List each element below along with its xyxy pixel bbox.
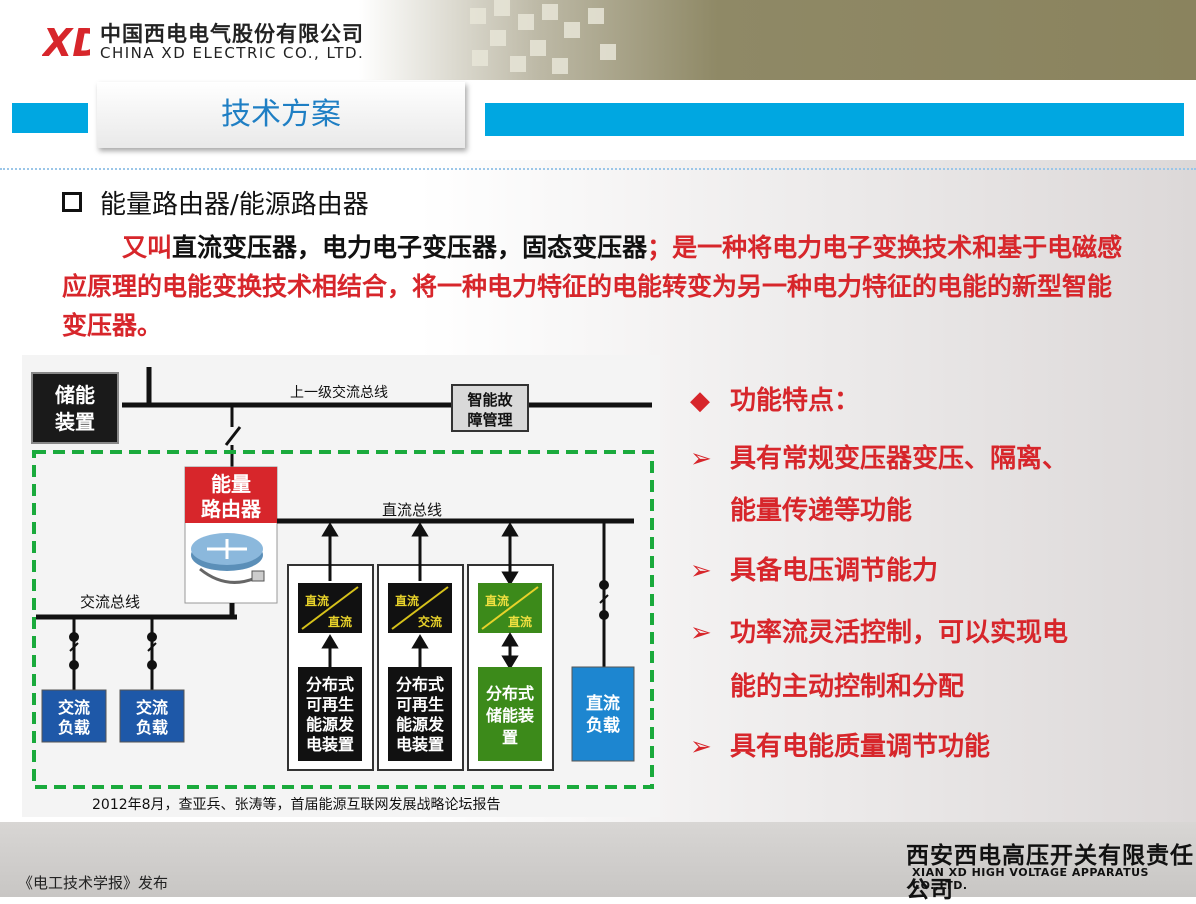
gen2-l1: 分布式 [396, 675, 444, 694]
sep-2: ， [497, 233, 523, 262]
title-accent-right [485, 103, 1184, 136]
header-decoration [470, 0, 616, 74]
para-prefix: 又叫 [122, 233, 173, 262]
feature-item: ➢具备电压调节能力 [690, 556, 939, 586]
sep-1: ， [297, 233, 323, 262]
conv3-bottom: 直流 [508, 614, 532, 629]
source-note: 《电工技术学报》发布 [18, 874, 169, 892]
gen1-l4: 电装置 [306, 735, 354, 754]
logo-text: XD [42, 21, 90, 62]
gen1-l3: 能源发 [306, 715, 355, 734]
distributed-storage [478, 667, 542, 761]
term-pe-transformer: 电力电子变压器 [322, 233, 498, 262]
title-accent-left [12, 103, 88, 133]
dc-load-l1: 直流 [586, 693, 620, 714]
term-solid-state-transformer: 固态变压器 [522, 233, 648, 262]
fault-management-box [451, 384, 529, 432]
ac-load-1-label-2: 负载 [58, 718, 90, 737]
ac-load-branch-1 [69, 617, 79, 690]
ac-load-box-1 [41, 689, 107, 743]
dc-load-box [571, 666, 635, 762]
arrow-bullet-icon: ➢ [690, 444, 712, 474]
storage-label-2: 装置 [54, 410, 95, 434]
storage2-l1: 分布式 [486, 684, 534, 703]
description-paragraph: 又叫直流变压器，电力电子变压器，固态变压器；是一种将电力电子变换技术和基于电磁感… [62, 228, 1132, 345]
semicolon: ； [647, 233, 673, 262]
arrow-bullet-icon: ➢ [690, 732, 712, 762]
gen1-l1: 分布式 [306, 675, 354, 694]
ac-load-branch-2 [147, 617, 157, 690]
renewable-generator-2 [388, 667, 452, 761]
ac-load-2-label-1: 交流 [136, 698, 168, 717]
ac-load-box-2 [119, 689, 185, 743]
dc-load-l2: 负载 [586, 715, 620, 736]
divider [0, 168, 1196, 170]
feature-item-cont: 能的主动控制和分配 [730, 672, 965, 702]
gen1-l2: 可再生 [306, 695, 354, 714]
fault-label-1: 智能故 [467, 391, 513, 409]
feature-item-cont: 能量传递等功能 [730, 496, 913, 526]
company-logo: XD [41, 20, 104, 65]
storage-box [31, 372, 119, 444]
renewable-generator-1 [298, 667, 362, 761]
footer-company-en: XIAN XD HIGH VOLTAGE APPARATUS CO.,LTD. [912, 866, 1149, 892]
gen2-l3: 能源发 [396, 715, 445, 734]
dc-bus-label: 直流总线 [382, 501, 442, 519]
upper-breaker-icon [224, 426, 242, 446]
dc-load-branch [599, 521, 609, 667]
router-label-1: 能量 [211, 472, 251, 496]
fault-label-2: 障管理 [467, 411, 512, 429]
storage2-l2: 储能装 [485, 706, 534, 725]
storage-label-1: 储能 [55, 383, 95, 407]
conv2-top: 直流 [395, 593, 419, 608]
company-name-en: CHINA XD ELECTRIC CO., LTD. [100, 44, 365, 62]
arrow-bullet-icon: ➢ [690, 556, 712, 586]
ac-load-1-label-1: 交流 [58, 698, 90, 717]
ac-load-2-label-2: 负载 [136, 718, 168, 737]
term-dc-transformer: 直流变压器 [172, 233, 298, 262]
gen2-l4: 电装置 [396, 735, 444, 754]
page-title: 技术方案 [97, 82, 465, 148]
company-name-cn: 中国西电电气股份有限公司 [100, 22, 364, 46]
upper-ac-bus-label: 上一级交流总线 [290, 384, 388, 401]
square-bullet-icon [62, 192, 82, 212]
arrow-bullet-icon: ➢ [690, 618, 712, 648]
energy-router-diagram: 上一级交流总线 储能 装置 智能故 障管理 能量 路由器 直流总线 交流总线 交… [22, 355, 660, 817]
router-label-2: 路由器 [201, 497, 262, 521]
diagram-caption: 2012年8月，查亚兵、张涛等，首届能源互联网发展战略论坛报告 [92, 796, 501, 813]
section-heading: 能量路由器/能源路由器 [100, 190, 369, 220]
footer-band [0, 822, 1196, 897]
storage2-l3: 置 [502, 728, 518, 747]
energy-router-header [185, 467, 277, 523]
router-icon [191, 533, 265, 584]
para-rest: 是一种将电力电子变换技术和基于电磁感应原理的电能变换技术相结合，将一种电力特征的… [62, 233, 1123, 340]
features-title: ◆功能特点： [690, 386, 861, 416]
feature-item: ➢功率流灵活控制，可以实现电 [690, 618, 1069, 648]
gen2-l2: 可再生 [396, 695, 444, 714]
diamond-bullet-icon: ◆ [690, 386, 710, 416]
feature-item: ➢具有电能质量调节功能 [690, 732, 991, 762]
feature-item: ➢具有常规变压器变压、隔离、 [690, 444, 1069, 474]
conv1-bottom: 直流 [328, 614, 352, 629]
conv1-top: 直流 [305, 593, 329, 608]
microgrid-boundary [32, 450, 654, 789]
conv3-top: 直流 [485, 593, 509, 608]
conv2-bottom: 交流 [418, 614, 442, 629]
ac-bus-label: 交流总线 [80, 593, 140, 611]
